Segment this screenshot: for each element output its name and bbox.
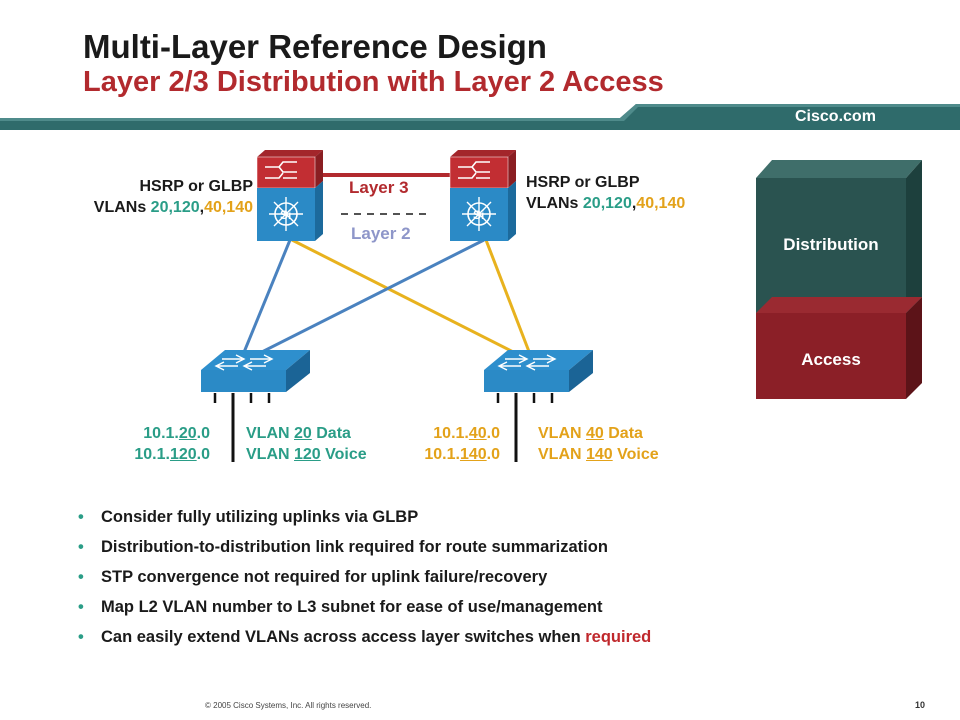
left-dist-protocol: HSRP or GLBP [139, 178, 254, 195]
access-layer-block [756, 297, 922, 399]
left-access-vlan-voice: VLAN 120 Voice [246, 446, 367, 463]
cisco-logo-text: Cisco.com [795, 108, 876, 125]
page-title: Multi-Layer Reference Design [83, 28, 547, 65]
page-number: 10 [915, 700, 926, 710]
distribution-layer-block [756, 160, 922, 313]
bullet-item: •Map L2 VLAN number to L3 subnet for eas… [78, 598, 603, 616]
header-banner [0, 104, 960, 130]
copyright-footer: © 2005 Cisco Systems, Inc. All rights re… [205, 701, 372, 710]
page-subtitle: Layer 2/3 Distribution with Layer 2 Acce… [83, 66, 664, 98]
left-distribution-switch-icon [256, 150, 323, 241]
left-dist-vlans: VLANs 20,120,40,140 [93, 199, 253, 216]
uplink-right-dist-right-access [484, 239, 535, 363]
distribution-label: Distribution [783, 235, 878, 254]
bullet-list: •Consider fully utilizing uplinks via GL… [78, 508, 651, 658]
right-access-subnet-data: 10.1.40.0 [433, 425, 500, 442]
left-access-vlan-data: VLAN 20 Data [246, 425, 351, 442]
uplink-right-dist-left-access [241, 238, 485, 364]
right-dist-vlans: VLANs 20,120,40,140 [526, 195, 686, 212]
left-access-subnet-data: 10.1.20.0 [143, 425, 210, 442]
right-access-vlan-voice: VLAN 140 Voice [538, 446, 659, 463]
bullet-item: •Consider fully utilizing uplinks via GL… [78, 508, 419, 526]
right-dist-protocol: HSRP or GLBP [526, 174, 640, 191]
layer-2-label: Layer 2 [351, 224, 411, 243]
bullet-item: •Can easily extend VLANs across access l… [78, 628, 652, 646]
right-access-vlan-data: VLAN 40 Data [538, 425, 643, 442]
right-access-subnet-voice: 10.1.140.0 [424, 446, 500, 463]
left-switch-badge: Si [280, 208, 291, 222]
access-label: Access [801, 350, 861, 369]
left-access-subnet-voice: 10.1.120.0 [134, 446, 210, 463]
layer-3-label: Layer 3 [349, 178, 409, 197]
uplink-left-dist-right-access [291, 238, 534, 364]
uplink-left-dist-left-access [238, 239, 292, 363]
right-switch-badge: Si [473, 208, 484, 222]
bullet-item: •STP convergence not required for uplink… [78, 568, 548, 586]
bullet-item: •Distribution-to-distribution link requi… [78, 538, 608, 556]
right-distribution-switch-icon [449, 150, 516, 241]
